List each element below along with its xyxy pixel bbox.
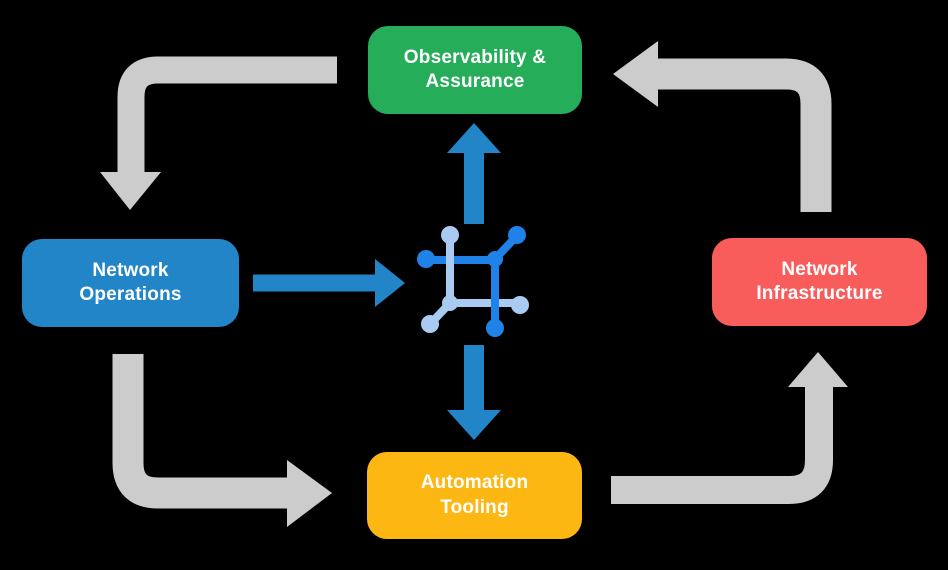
node-observability-label-line1: Observability &: [403, 46, 547, 68]
network-fabric-icon-light-stem: [441, 226, 459, 307]
flow-arrow-center-to-tooling: [447, 345, 501, 440]
node-infrastructure-label-line2: Infrastructure: [756, 283, 883, 304]
flow-arrow-operations-to-center: [253, 259, 405, 307]
node-network-infrastructure: Network Infrastructure: [712, 238, 927, 326]
node-operations-label-line1: Network: [92, 259, 169, 281]
node-automation-tooling: Automation Tooling: [367, 452, 582, 539]
network-fabric-icon-dark: [417, 226, 526, 337]
cycle-arrow-tooling-to-infrastructure: [611, 352, 848, 504]
flow-arrow-center-to-observability: [447, 123, 501, 224]
network-fabric-icon: [417, 226, 529, 337]
node-observability-assurance: Observability & Assurance: [368, 26, 582, 114]
node-network-operations: Network Operations: [22, 239, 239, 327]
node-operations-label-line2: Operations: [79, 284, 182, 305]
cycle-arrow-observability-to-operations: [100, 56, 337, 210]
cycle-arrow-infrastructure-to-observability: [613, 41, 832, 212]
node-tooling-label-line2: Tooling: [440, 496, 509, 518]
cycle-arrow-operations-to-tooling: [112, 354, 332, 527]
network-fabric-icon-light: [421, 295, 529, 333]
node-observability-label-line2: Assurance: [425, 71, 525, 92]
node-tooling-label-line1: Automation: [420, 472, 529, 494]
node-infrastructure-label-line1: Network: [781, 258, 858, 280]
